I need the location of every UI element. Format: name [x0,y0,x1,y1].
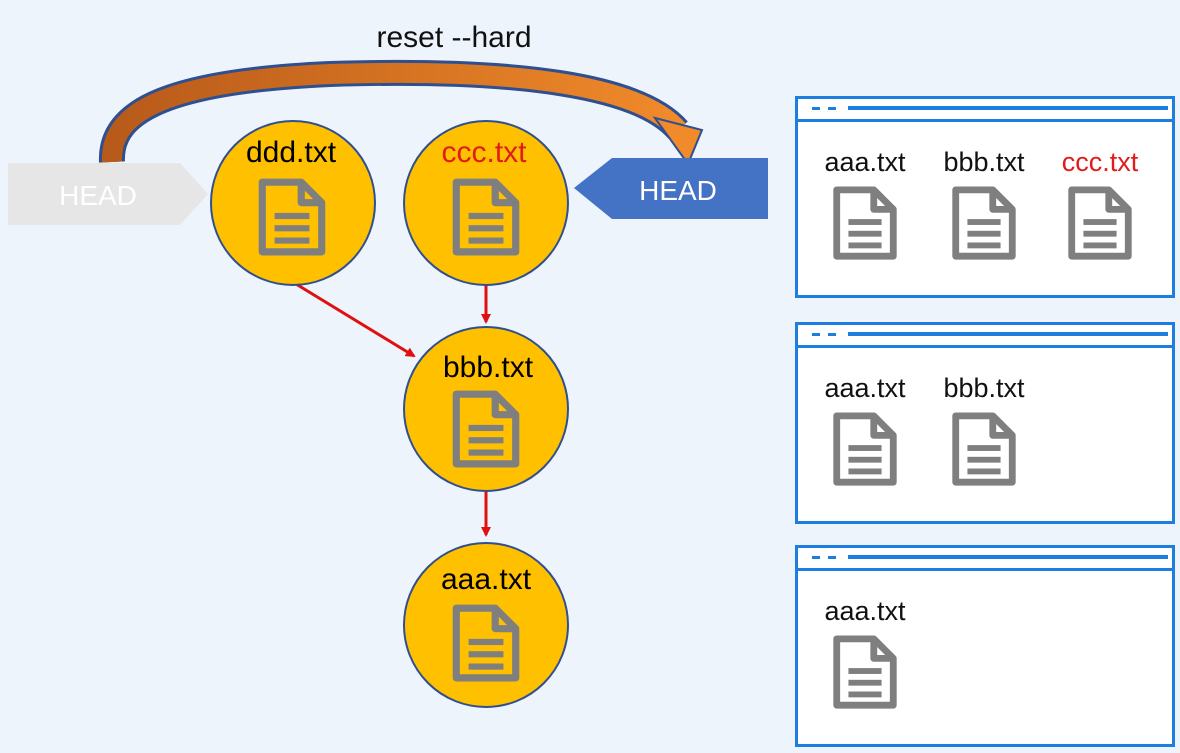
window-dot [812,333,820,336]
working-tree-window-1: aaa.txt bbb.txt ccc.txt [795,96,1175,298]
window-dot [828,107,836,110]
window-file: ccc.txt [1045,147,1155,262]
file-icon [830,184,900,262]
file-icon [949,410,1019,488]
new-head-label: HEAD [639,175,717,206]
commit-aaa-label: aaa.txt [441,563,532,596]
file-icon [830,633,900,711]
file-icon [830,410,900,488]
commit-aaa: aaa.txt [403,542,569,708]
window-file: bbb.txt [929,373,1039,488]
working-tree-window-2: aaa.txt bbb.txt [795,322,1175,524]
file-icon [1065,184,1135,262]
commit-bbb: bbb.txt [403,326,569,492]
file-label: bbb.txt [943,373,1025,403]
window-file: bbb.txt [929,147,1039,262]
window-dot [812,107,820,110]
window-title-bar [798,548,1172,570]
window-file: aaa.txt [810,147,920,262]
new-head-pointer: HEAD [574,158,768,219]
edge-ddd-bbb [295,282,416,358]
file-icon [949,184,1019,262]
working-tree-window-3: aaa.txt [795,545,1175,747]
window-file: aaa.txt [810,596,920,711]
window-separator [798,345,1172,348]
window-separator [798,119,1172,122]
file-label: aaa.txt [824,596,906,626]
window-file: aaa.txt [810,373,920,488]
window-title-bar [798,325,1172,347]
window-title-bar [798,99,1172,121]
commit-ccc: ccc.txt [403,120,569,286]
file-label: bbb.txt [943,147,1025,177]
old-head-label: HEAD [59,180,137,211]
diagram-title: reset --hard [376,21,531,54]
file-label: aaa.txt [824,147,906,177]
window-dot [812,556,820,559]
window-dot [828,333,836,336]
window-bar-line [848,106,1168,110]
reset-arrow [98,59,704,167]
commit-ddd: ddd.txt [210,120,376,286]
window-bar-line [848,555,1168,559]
commit-ccc-label: ccc.txt [441,136,527,169]
file-label: ccc.txt [1061,147,1139,177]
window-bar-line [848,332,1168,336]
old-head-pointer: HEAD [8,163,208,225]
commit-ddd-label: ddd.txt [246,136,337,169]
window-separator [798,568,1172,571]
commit-bbb-label: bbb.txt [443,351,534,384]
window-dot [828,556,836,559]
file-label: aaa.txt [824,373,906,403]
